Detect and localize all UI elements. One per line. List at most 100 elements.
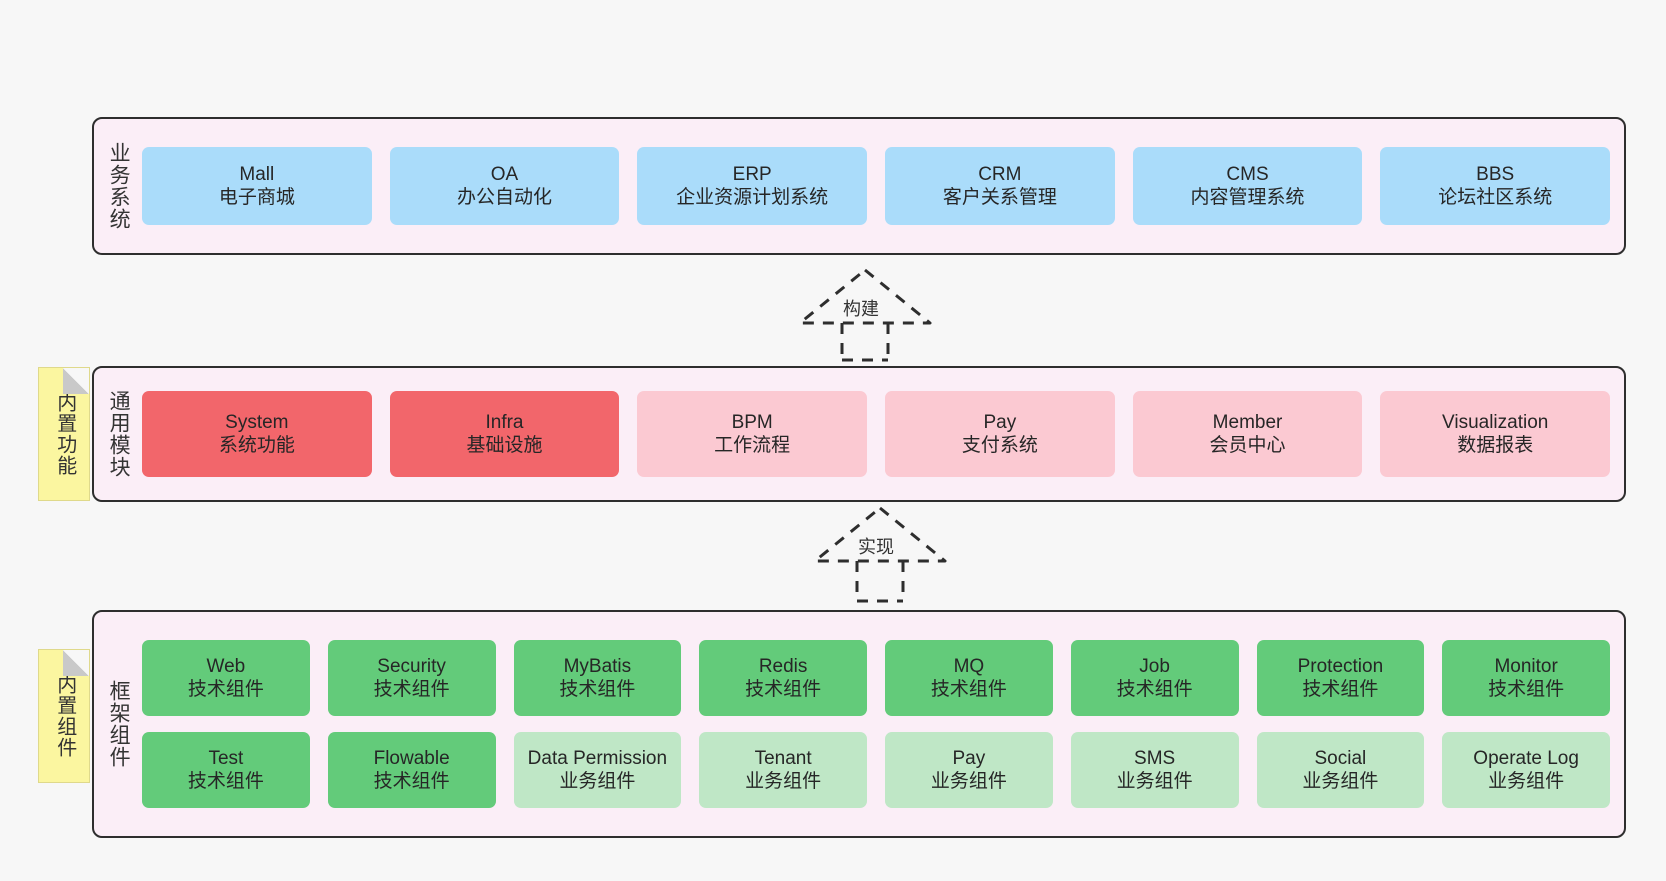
card-mall-cn: 电子商城 — [218, 187, 295, 208]
card-job-cn: 技术组件 — [1116, 679, 1193, 700]
card-monitor-cn: 技术组件 — [1488, 679, 1565, 700]
card-crm-cn: 客户关系管理 — [942, 187, 1057, 208]
card-web-en: Web — [206, 655, 246, 677]
card-mq-en: MQ — [953, 655, 985, 677]
card-data-permission-cn: 业务组件 — [559, 771, 636, 792]
card-pay-module-cn: 支付系统 — [961, 435, 1038, 456]
card-security[interactable]: Security 技术组件 — [327, 640, 496, 716]
card-visualization-cn: 数据报表 — [1457, 435, 1534, 456]
card-protection-en: Protection — [1297, 655, 1384, 677]
card-monitor-en: Monitor — [1494, 655, 1558, 677]
card-oa-en: OA — [490, 163, 519, 185]
card-bpm[interactable]: BPM 工作流程 — [637, 391, 868, 477]
card-erp-cn: 企业资源计划系统 — [676, 187, 829, 208]
card-job[interactable]: Job 技术组件 — [1070, 640, 1239, 716]
framework-row-business: Test 技术组件 Flowable 技术组件 Data Permission … — [142, 732, 1610, 808]
layer-body-common-modules: System 系统功能 Infra 基础设施 BPM 工作流程 Pay 支付系统… — [142, 368, 1624, 500]
card-data-permission[interactable]: Data Permission 业务组件 — [513, 732, 682, 808]
card-member-cn: 会员中心 — [1209, 435, 1286, 456]
card-bbs[interactable]: BBS 论坛社区系统 — [1380, 147, 1611, 225]
connector-build-label: 构建 — [843, 299, 879, 319]
card-test-cn: 技术组件 — [187, 771, 264, 792]
card-system[interactable]: System 系统功能 — [142, 391, 372, 477]
card-pay-component[interactable]: Pay 业务组件 — [885, 732, 1053, 808]
card-bpm-cn: 工作流程 — [714, 435, 791, 456]
card-infra-cn: 基础设施 — [466, 435, 543, 456]
card-infra[interactable]: Infra 基础设施 — [389, 391, 620, 477]
layer-business-systems: 业务系统 Mall 电子商城 OA 办公自动化 ERP 企业资源计划系统 CRM… — [92, 117, 1626, 255]
card-redis[interactable]: Redis 技术组件 — [699, 640, 867, 716]
layer-body-business-systems: Mall 电子商城 OA 办公自动化 ERP 企业资源计划系统 CRM 客户关系… — [142, 119, 1624, 253]
card-bpm-en: BPM — [731, 411, 773, 433]
connector-build-arrow — [798, 268, 932, 362]
card-pay-component-cn: 业务组件 — [930, 771, 1007, 792]
note-builtin-components: 内置组件 — [38, 649, 90, 783]
card-sms[interactable]: SMS 业务组件 — [1070, 732, 1239, 808]
card-sms-en: SMS — [1134, 747, 1176, 769]
card-mybatis-cn: 技术组件 — [559, 679, 636, 700]
layer-framework-components: 框架组件 Web 技术组件 Security 技术组件 MyBatis 技术组件… — [92, 610, 1626, 838]
card-security-cn: 技术组件 — [373, 679, 450, 700]
card-flowable-en: Flowable — [373, 747, 450, 769]
note-builtin-features: 内置功能 — [38, 367, 90, 501]
card-operate-log-cn: 业务组件 — [1488, 771, 1565, 792]
card-pay-module[interactable]: Pay 支付系统 — [885, 391, 1115, 477]
card-erp[interactable]: ERP 企业资源计划系统 — [637, 147, 868, 225]
card-cms-cn: 内容管理系统 — [1190, 187, 1305, 208]
card-tenant-cn: 业务组件 — [745, 771, 822, 792]
card-mybatis[interactable]: MyBatis 技术组件 — [513, 640, 682, 716]
card-mall[interactable]: Mall 电子商城 — [142, 147, 372, 225]
card-crm-en: CRM — [978, 163, 1022, 185]
card-oa[interactable]: OA 办公自动化 — [389, 147, 620, 225]
card-mq-cn: 技术组件 — [930, 679, 1007, 700]
card-bbs-en: BBS — [1476, 163, 1515, 185]
card-infra-en: Infra — [485, 411, 524, 433]
card-mybatis-en: MyBatis — [563, 655, 632, 677]
card-member-en: Member — [1212, 411, 1283, 433]
card-social-cn: 业务组件 — [1302, 771, 1379, 792]
card-sms-cn: 业务组件 — [1116, 771, 1193, 792]
card-mq[interactable]: MQ 技术组件 — [885, 640, 1053, 716]
card-pay-module-en: Pay — [983, 411, 1017, 433]
card-test-en: Test — [208, 747, 244, 769]
card-test[interactable]: Test 技术组件 — [142, 732, 310, 808]
card-tenant[interactable]: Tenant 业务组件 — [699, 732, 867, 808]
card-flowable[interactable]: Flowable 技术组件 — [327, 732, 496, 808]
card-web[interactable]: Web 技术组件 — [142, 640, 310, 716]
card-web-cn: 技术组件 — [187, 679, 264, 700]
card-crm[interactable]: CRM 客户关系管理 — [885, 147, 1115, 225]
card-member[interactable]: Member 会员中心 — [1132, 391, 1363, 477]
card-job-en: Job — [1139, 655, 1170, 677]
card-operate-log[interactable]: Operate Log 业务组件 — [1442, 732, 1610, 808]
card-monitor[interactable]: Monitor 技术组件 — [1442, 640, 1610, 716]
card-redis-en: Redis — [758, 655, 808, 677]
card-operate-log-en: Operate Log — [1473, 747, 1579, 769]
card-flowable-cn: 技术组件 — [373, 771, 450, 792]
card-protection-cn: 技术组件 — [1302, 679, 1379, 700]
connector-implement-label: 实现 — [858, 537, 894, 557]
framework-row-tech: Web 技术组件 Security 技术组件 MyBatis 技术组件 Redi… — [142, 640, 1610, 716]
layer-body-framework-components: Web 技术组件 Security 技术组件 MyBatis 技术组件 Redi… — [142, 612, 1624, 836]
card-system-cn: 系统功能 — [218, 435, 295, 456]
card-pay-component-en: Pay — [952, 747, 986, 769]
card-tenant-en: Tenant — [754, 747, 812, 769]
card-cms-en: CMS — [1226, 163, 1269, 185]
card-erp-en: ERP — [732, 163, 772, 185]
card-mall-en: Mall — [239, 163, 275, 185]
card-data-permission-en: Data Permission — [527, 747, 668, 769]
card-social-en: Social — [1314, 747, 1367, 769]
connector-implement-arrow — [813, 506, 947, 603]
card-oa-cn: 办公自动化 — [457, 187, 553, 208]
layer-title-common-modules: 通用模块 — [107, 390, 131, 478]
card-protection[interactable]: Protection 技术组件 — [1256, 640, 1425, 716]
layer-title-business-systems: 业务系统 — [107, 142, 131, 230]
card-redis-cn: 技术组件 — [745, 679, 822, 700]
layer-title-framework-components: 框架组件 — [107, 680, 131, 768]
card-visualization[interactable]: Visualization 数据报表 — [1380, 391, 1611, 477]
card-cms[interactable]: CMS 内容管理系统 — [1132, 147, 1363, 225]
layer-common-modules: 通用模块 System 系统功能 Infra 基础设施 BPM 工作流程 Pay… — [92, 366, 1626, 502]
card-social[interactable]: Social 业务组件 — [1256, 732, 1425, 808]
card-security-en: Security — [377, 655, 446, 677]
card-bbs-cn: 论坛社区系统 — [1438, 187, 1553, 208]
